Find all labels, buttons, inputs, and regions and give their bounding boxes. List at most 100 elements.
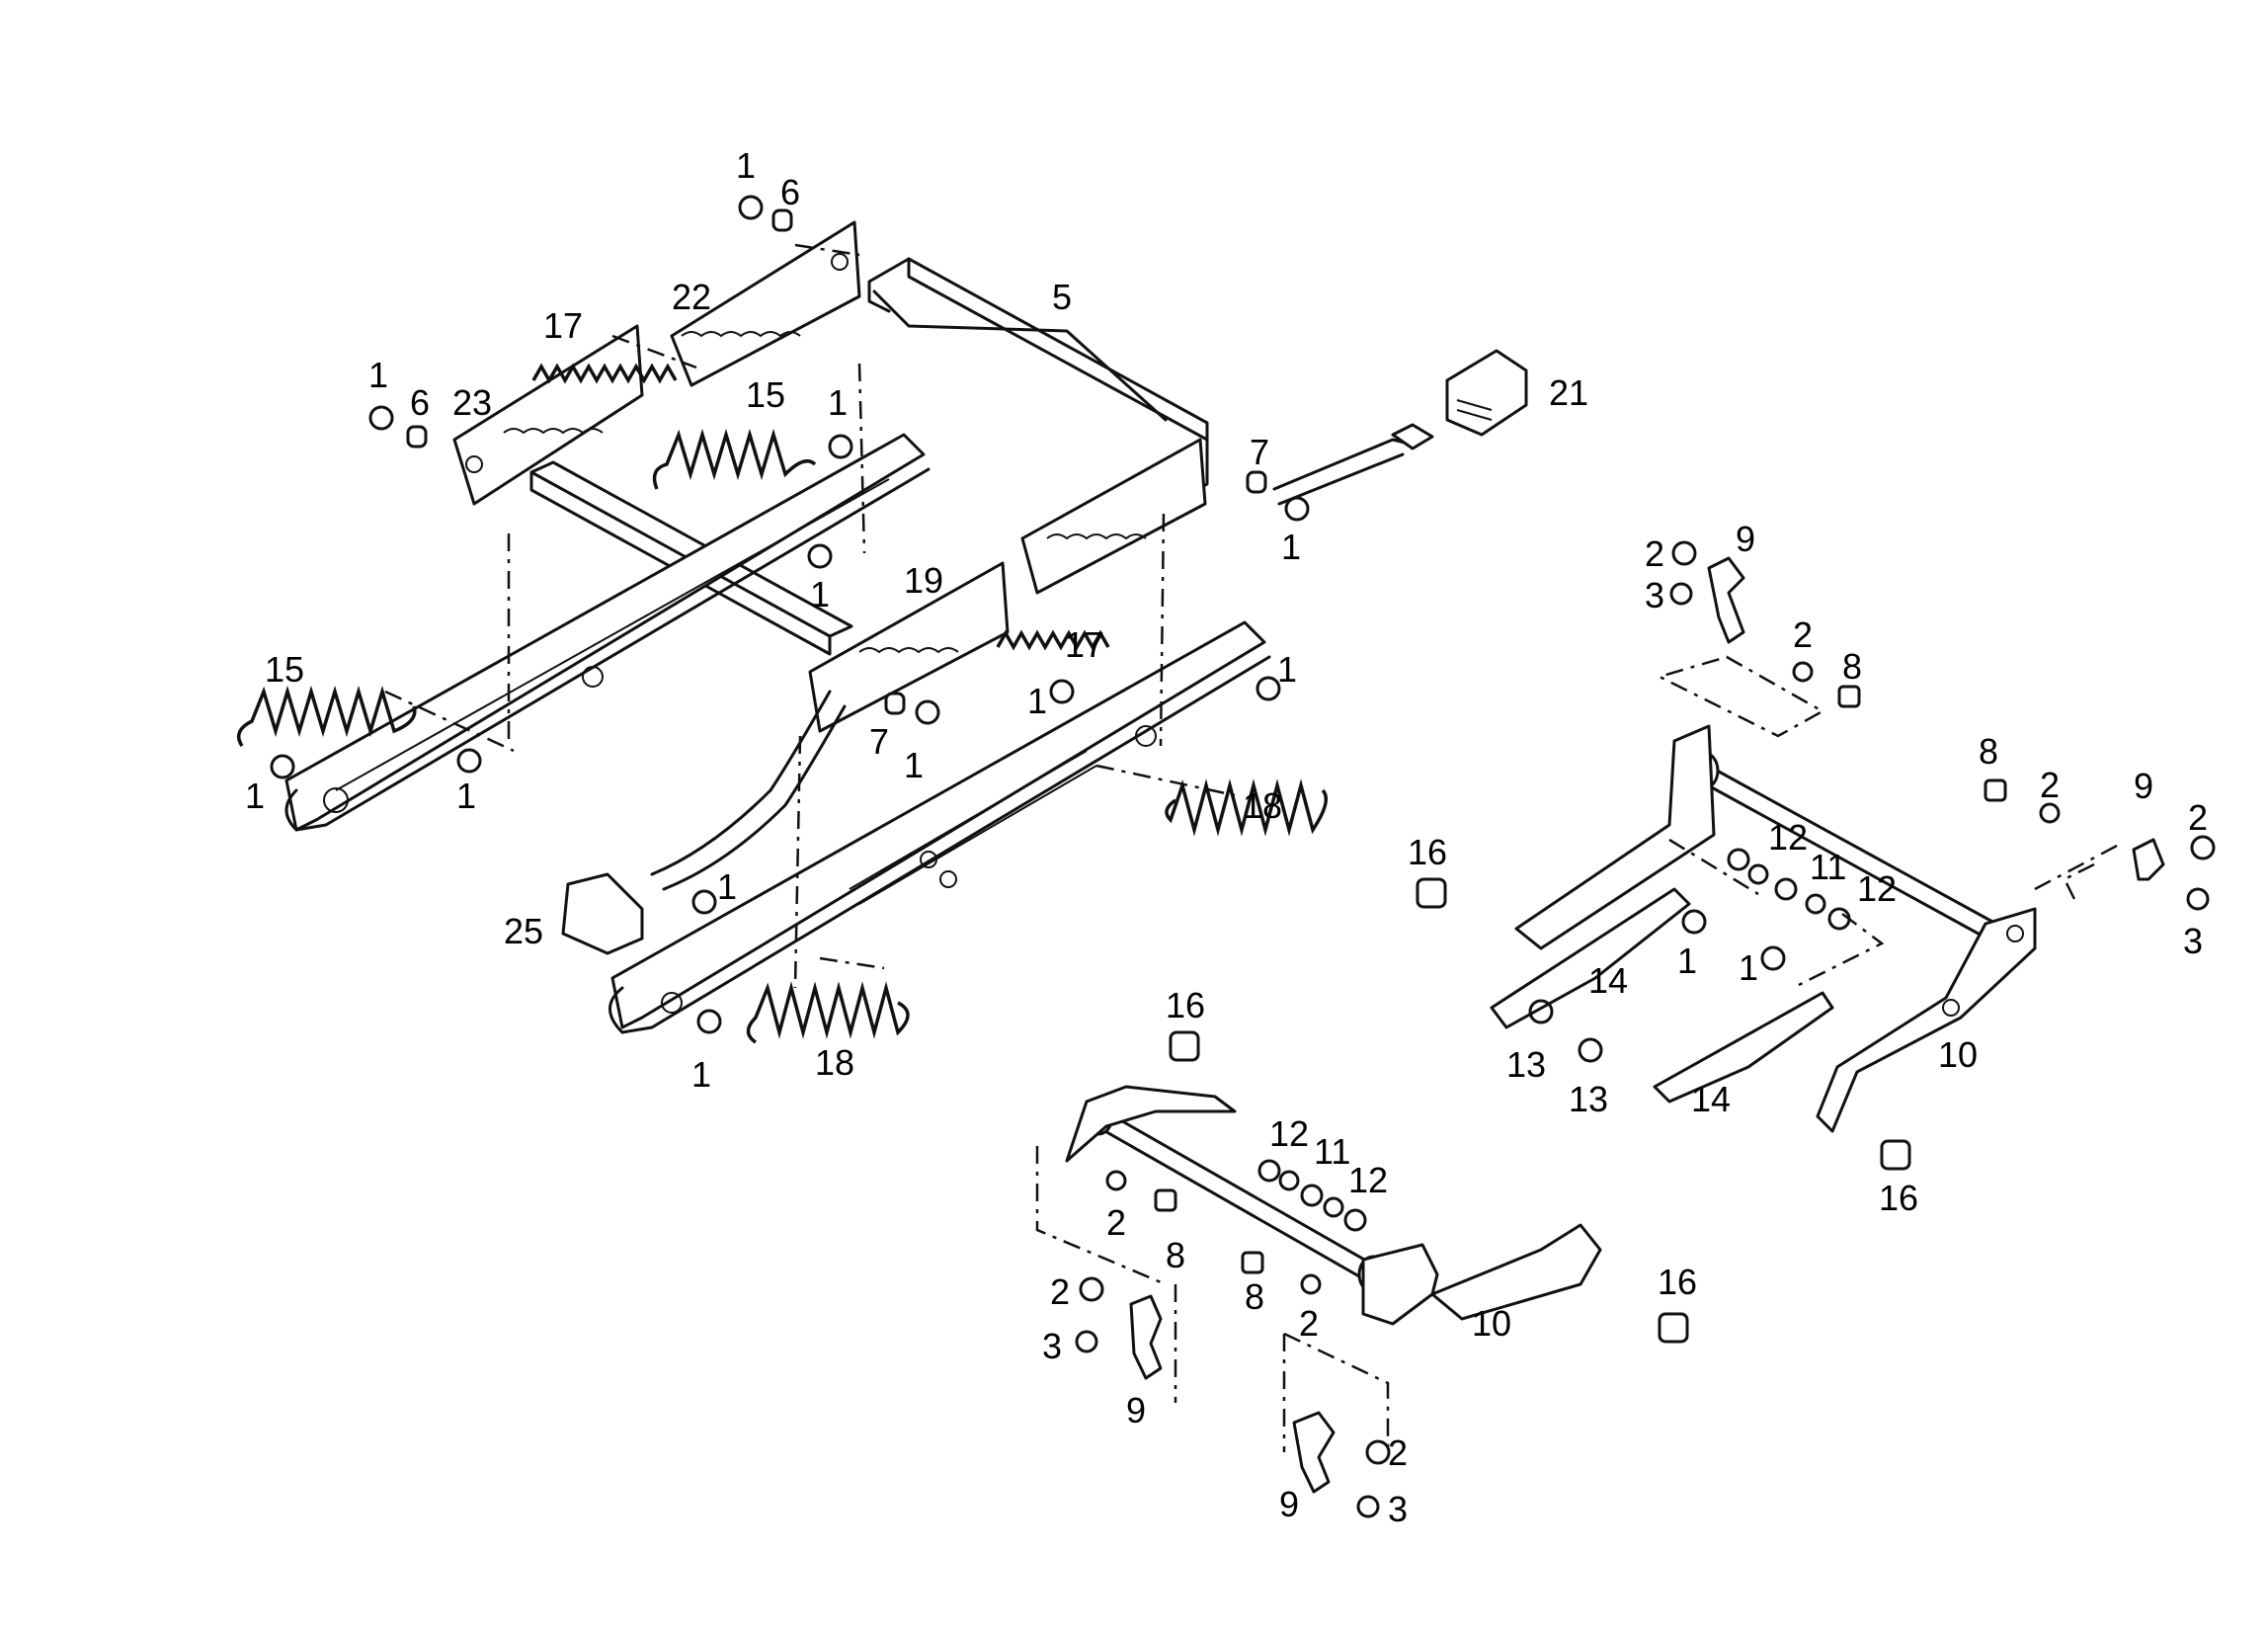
knob-21 <box>1445 349 1528 437</box>
callout-label: 9 <box>1736 519 1755 559</box>
callout-label: 16 <box>1408 832 1447 872</box>
toothed-plate-23 <box>452 324 644 506</box>
spring-17-lower <box>996 629 1110 651</box>
callout-label: 12 <box>1857 868 1897 909</box>
callout-label: 6 <box>780 172 800 212</box>
toothed-plate-22 <box>670 220 861 387</box>
callout-label: 5 <box>1052 277 1072 317</box>
callout-label: 7 <box>1250 432 1269 472</box>
assembly-lines-lower <box>1035 1146 1390 1452</box>
right-linkage-assembly <box>1416 540 2216 1171</box>
lever-10-right <box>1816 907 2037 1133</box>
spring-18-left <box>746 981 910 1044</box>
callout-label: 16 <box>1879 1178 1918 1218</box>
right-rail <box>608 620 1271 1034</box>
callout-label: 10 <box>1472 1303 1511 1344</box>
cross-tube-right <box>1688 751 2021 958</box>
link-14-lower <box>1653 991 1834 1104</box>
toothed-plate-right <box>1020 438 1207 595</box>
callout-label: 1 <box>245 776 265 816</box>
upper-rail-assembly <box>236 195 1528 1044</box>
callout-label: 23 <box>452 382 492 423</box>
callout-label: 13 <box>1506 1044 1546 1085</box>
callout-label: 7 <box>869 721 889 762</box>
callout-label: 3 <box>1388 1489 1408 1529</box>
callout-label: 3 <box>1645 575 1664 615</box>
callout-label: 2 <box>2188 797 2208 838</box>
knob-25 <box>561 872 644 955</box>
callout-label: 12 <box>1348 1160 1388 1200</box>
callout-label: 15 <box>265 649 304 690</box>
callout-label: 1 <box>691 1054 711 1095</box>
cross-tube-lower <box>1083 1097 1389 1294</box>
callout-labels-lower: 16 12 11 12 2 8 2 3 9 8 2 10 16 2 9 3 <box>1042 985 1697 1529</box>
callout-label: 21 <box>1549 372 1588 413</box>
small-parts-right <box>1416 540 2216 1171</box>
callout-label: 25 <box>504 911 543 951</box>
callout-label: 2 <box>1106 1202 1126 1243</box>
callout-label: 17 <box>1065 624 1104 665</box>
spring-17-upper <box>531 363 678 384</box>
callout-label: 13 <box>1569 1079 1608 1119</box>
lower-linkage-assembly <box>1035 1030 1689 1518</box>
callout-labels-right: 2 9 3 2 8 8 2 9 2 16 12 11 12 1 3 1 14 1… <box>1408 519 2208 1218</box>
callout-label: 8 <box>1245 1276 1264 1317</box>
callout-label: 2 <box>1388 1432 1408 1473</box>
left-rail <box>284 433 931 832</box>
link-14-upper <box>1490 887 1691 1029</box>
release-handle-rod <box>1272 423 1434 506</box>
callout-label: 15 <box>746 374 785 415</box>
toothed-plate-19 <box>808 561 1010 733</box>
callout-label: 16 <box>1166 985 1205 1025</box>
callout-label: 3 <box>1042 1326 1062 1366</box>
spring-15-upper <box>652 428 817 490</box>
callout-label: 18 <box>815 1042 854 1083</box>
assembly-lines-upper <box>384 243 1236 989</box>
spring-18-right <box>1165 778 1329 837</box>
callout-label: 14 <box>1691 1079 1731 1119</box>
assembly-lines-right <box>1656 655 2120 990</box>
callout-label: 2 <box>1645 533 1664 574</box>
callout-label: 2 <box>1050 1271 1070 1312</box>
bracket-9-lower-right <box>1292 1411 1336 1494</box>
callout-label: 10 <box>1938 1034 1978 1075</box>
small-parts-lower <box>1075 1030 1689 1518</box>
callout-label: 1 <box>717 866 737 907</box>
callout-label: 8 <box>1166 1235 1185 1275</box>
clip-rings <box>270 195 1310 1034</box>
callout-label: 1 <box>368 355 388 395</box>
callout-label: 11 <box>1810 847 1846 887</box>
front-handle-rod <box>650 690 847 891</box>
callout-label: 1 <box>810 574 830 614</box>
spring-15-lower <box>236 685 417 747</box>
callout-label: 8 <box>1979 731 1998 772</box>
callout-label: 6 <box>410 382 430 423</box>
callout-label: 17 <box>543 305 583 346</box>
lever-arm-lower-left <box>1065 1085 1237 1163</box>
callout-label: 11 <box>1314 1131 1350 1172</box>
bracket-9-upper <box>1707 556 1745 644</box>
callout-label: 16 <box>1658 1262 1697 1302</box>
callout-label: 22 <box>672 277 711 317</box>
lever-arm-left-right <box>1514 724 1716 950</box>
callout-label: 9 <box>2134 766 2153 806</box>
callout-label: 1 <box>1027 681 1047 721</box>
callout-label: 1 <box>736 145 756 186</box>
pins <box>406 208 1267 715</box>
callout-label: 18 <box>1243 785 1282 826</box>
callout-label: 1 <box>456 776 476 816</box>
callout-label: 14 <box>1588 960 1628 1001</box>
bracket-9-right <box>2132 838 2165 881</box>
lever-10-lower <box>1361 1223 1602 1326</box>
callout-label: 2 <box>2040 765 2060 805</box>
callout-label: 2 <box>1299 1303 1319 1344</box>
callout-label: 19 <box>904 560 943 601</box>
callout-label: 1 <box>828 382 848 423</box>
callout-label: 1 <box>1277 649 1297 690</box>
callout-label: 1 <box>1677 941 1697 981</box>
callout-label: 2 <box>1793 614 1813 655</box>
bracket-9-lower-left <box>1129 1294 1163 1380</box>
callout-label: 12 <box>1768 817 1808 858</box>
callout-label: 8 <box>1842 646 1862 687</box>
